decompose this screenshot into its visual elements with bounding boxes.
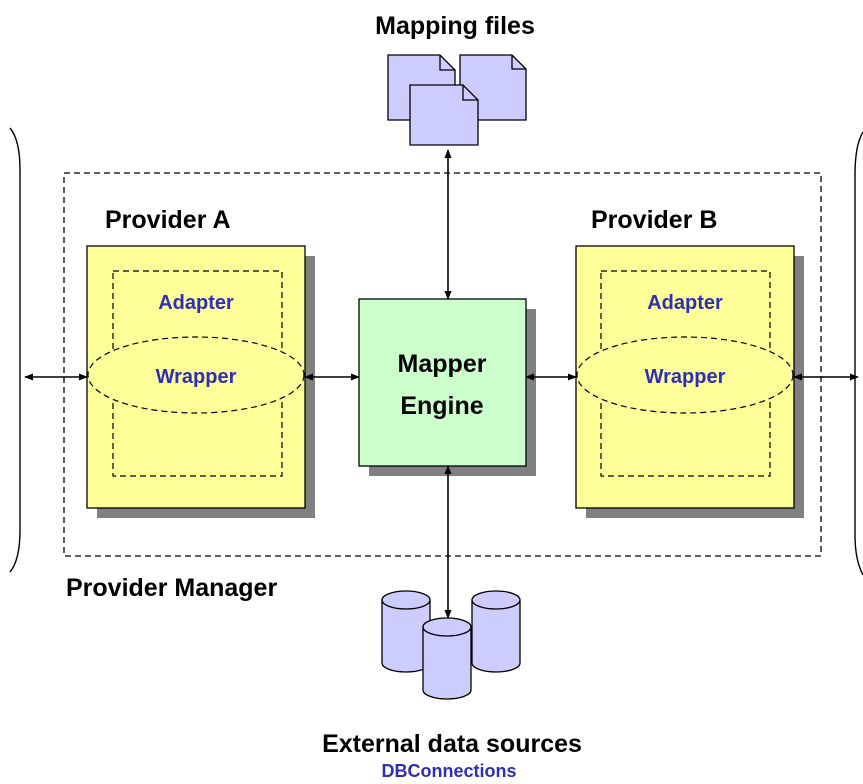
database-icon [381,590,521,700]
left-brace [9,127,21,573]
mapping-files-label: Mapping files [375,12,535,40]
provider-b-title: Provider B [591,206,717,234]
provider-b-box [575,245,804,518]
external-data-sources-label: External data sources [322,730,582,758]
mapper-engine-line1: Mapper [398,350,487,378]
mapping-files-icon [387,54,527,146]
provider-a-box [86,245,315,518]
mapper-engine-line2: Engine [400,392,483,420]
provider-a-title: Provider A [105,206,231,234]
provider-a-wrapper-label: Wrapper [156,366,237,388]
provider-b-adapter-label: Adapter [647,292,723,314]
mapper-engine-box [358,298,536,476]
provider-manager-label: Provider Manager [66,574,277,602]
db-connections-label: DBConnections [382,761,517,781]
provider-a-adapter-label: Adapter [158,292,234,314]
right-brace [854,131,863,576]
provider-b-wrapper-label: Wrapper [645,366,726,388]
